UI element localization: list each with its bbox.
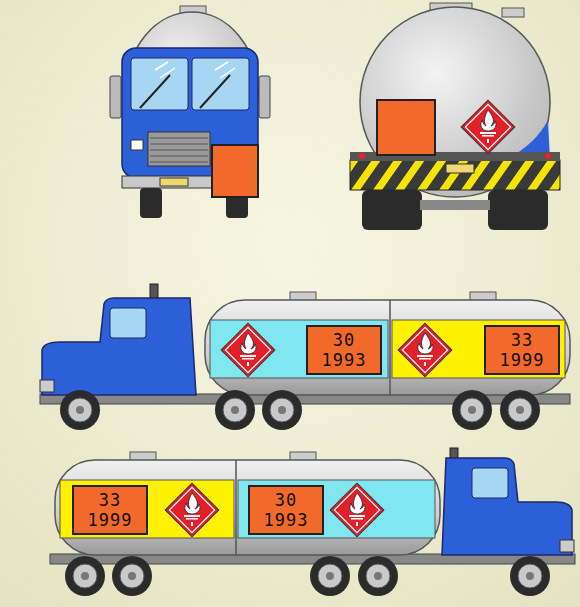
hazard-code: 33 (511, 330, 533, 350)
front-view-part (148, 132, 210, 166)
tanker-right-side-part (392, 320, 565, 378)
tanker-left-side-part (472, 468, 508, 498)
rear-view-part (350, 160, 560, 190)
front-view-part (259, 76, 270, 118)
tanker-right-side-part (389, 300, 391, 395)
rear-view-part (488, 190, 548, 230)
tanker-right-side (40, 284, 570, 430)
front-view-part (200, 75, 230, 108)
rear-view-part (359, 153, 365, 159)
front-view-part (131, 58, 188, 110)
rear-view-part (446, 164, 474, 173)
rear-view-part (377, 100, 435, 155)
tanker-right-side-part (210, 320, 388, 378)
hazard-code: 30 (333, 330, 355, 350)
hazard-code: 33 (99, 490, 121, 510)
tanker-right-side-part (221, 323, 275, 377)
tanker-right-side-part (398, 323, 452, 377)
rear-view (350, 3, 560, 230)
tanker-right-side-part (60, 390, 100, 430)
tanker-left-side-part (238, 480, 435, 538)
tanker-left-side-part (330, 483, 384, 537)
un-number: 1993 (264, 510, 309, 530)
front-view-part (110, 76, 121, 118)
front-view-part (150, 138, 208, 162)
front-view-part (212, 145, 258, 197)
rear-view-part (461, 100, 515, 154)
tanker-right-side-part (42, 298, 196, 395)
un-number: 1999 (88, 510, 133, 530)
front-view-part (131, 140, 143, 150)
tanker-right-side-part (110, 308, 146, 338)
front-view-part (155, 62, 235, 78)
tanker-left-side-part (165, 483, 219, 537)
tanker-left-side-part (560, 540, 574, 552)
tanker-left-side-part (60, 480, 234, 538)
tanker-left-side-part (510, 556, 550, 596)
front-view-part (160, 178, 188, 186)
hazard-plate: 331999 (72, 485, 148, 535)
tanker-right-side-part (262, 390, 302, 430)
tanker-right-side-part (40, 380, 54, 392)
tanker-left-side-part (112, 556, 152, 596)
tanker-right-side-part (500, 390, 540, 430)
front-view-part (140, 75, 170, 108)
rear-view-part (545, 153, 551, 159)
front-view-part (140, 188, 162, 218)
rear-view-part (502, 8, 524, 17)
un-number: 1993 (322, 350, 367, 370)
tanker-right-side-part (452, 390, 492, 430)
tanker-right-side-part (205, 300, 570, 395)
tanker-left-side-part (310, 556, 350, 596)
hazard-plate: 301993 (306, 325, 382, 375)
tanker-left-side-part (358, 556, 398, 596)
un-number: 1999 (500, 350, 545, 370)
front-view (110, 6, 270, 218)
tanker-left-side (50, 448, 575, 596)
tanker-left-side-part (442, 458, 572, 555)
tanker-left-side-part (235, 460, 237, 555)
rear-view-part (362, 190, 422, 230)
tanker-right-side-part (215, 390, 255, 430)
hazard-plate: 331999 (484, 325, 560, 375)
hazard-plate: 301993 (248, 485, 324, 535)
rear-view-part (420, 200, 490, 210)
tanker-left-side-part (65, 556, 105, 596)
hazard-code: 30 (275, 490, 297, 510)
tanker-left-side-part (55, 460, 440, 555)
